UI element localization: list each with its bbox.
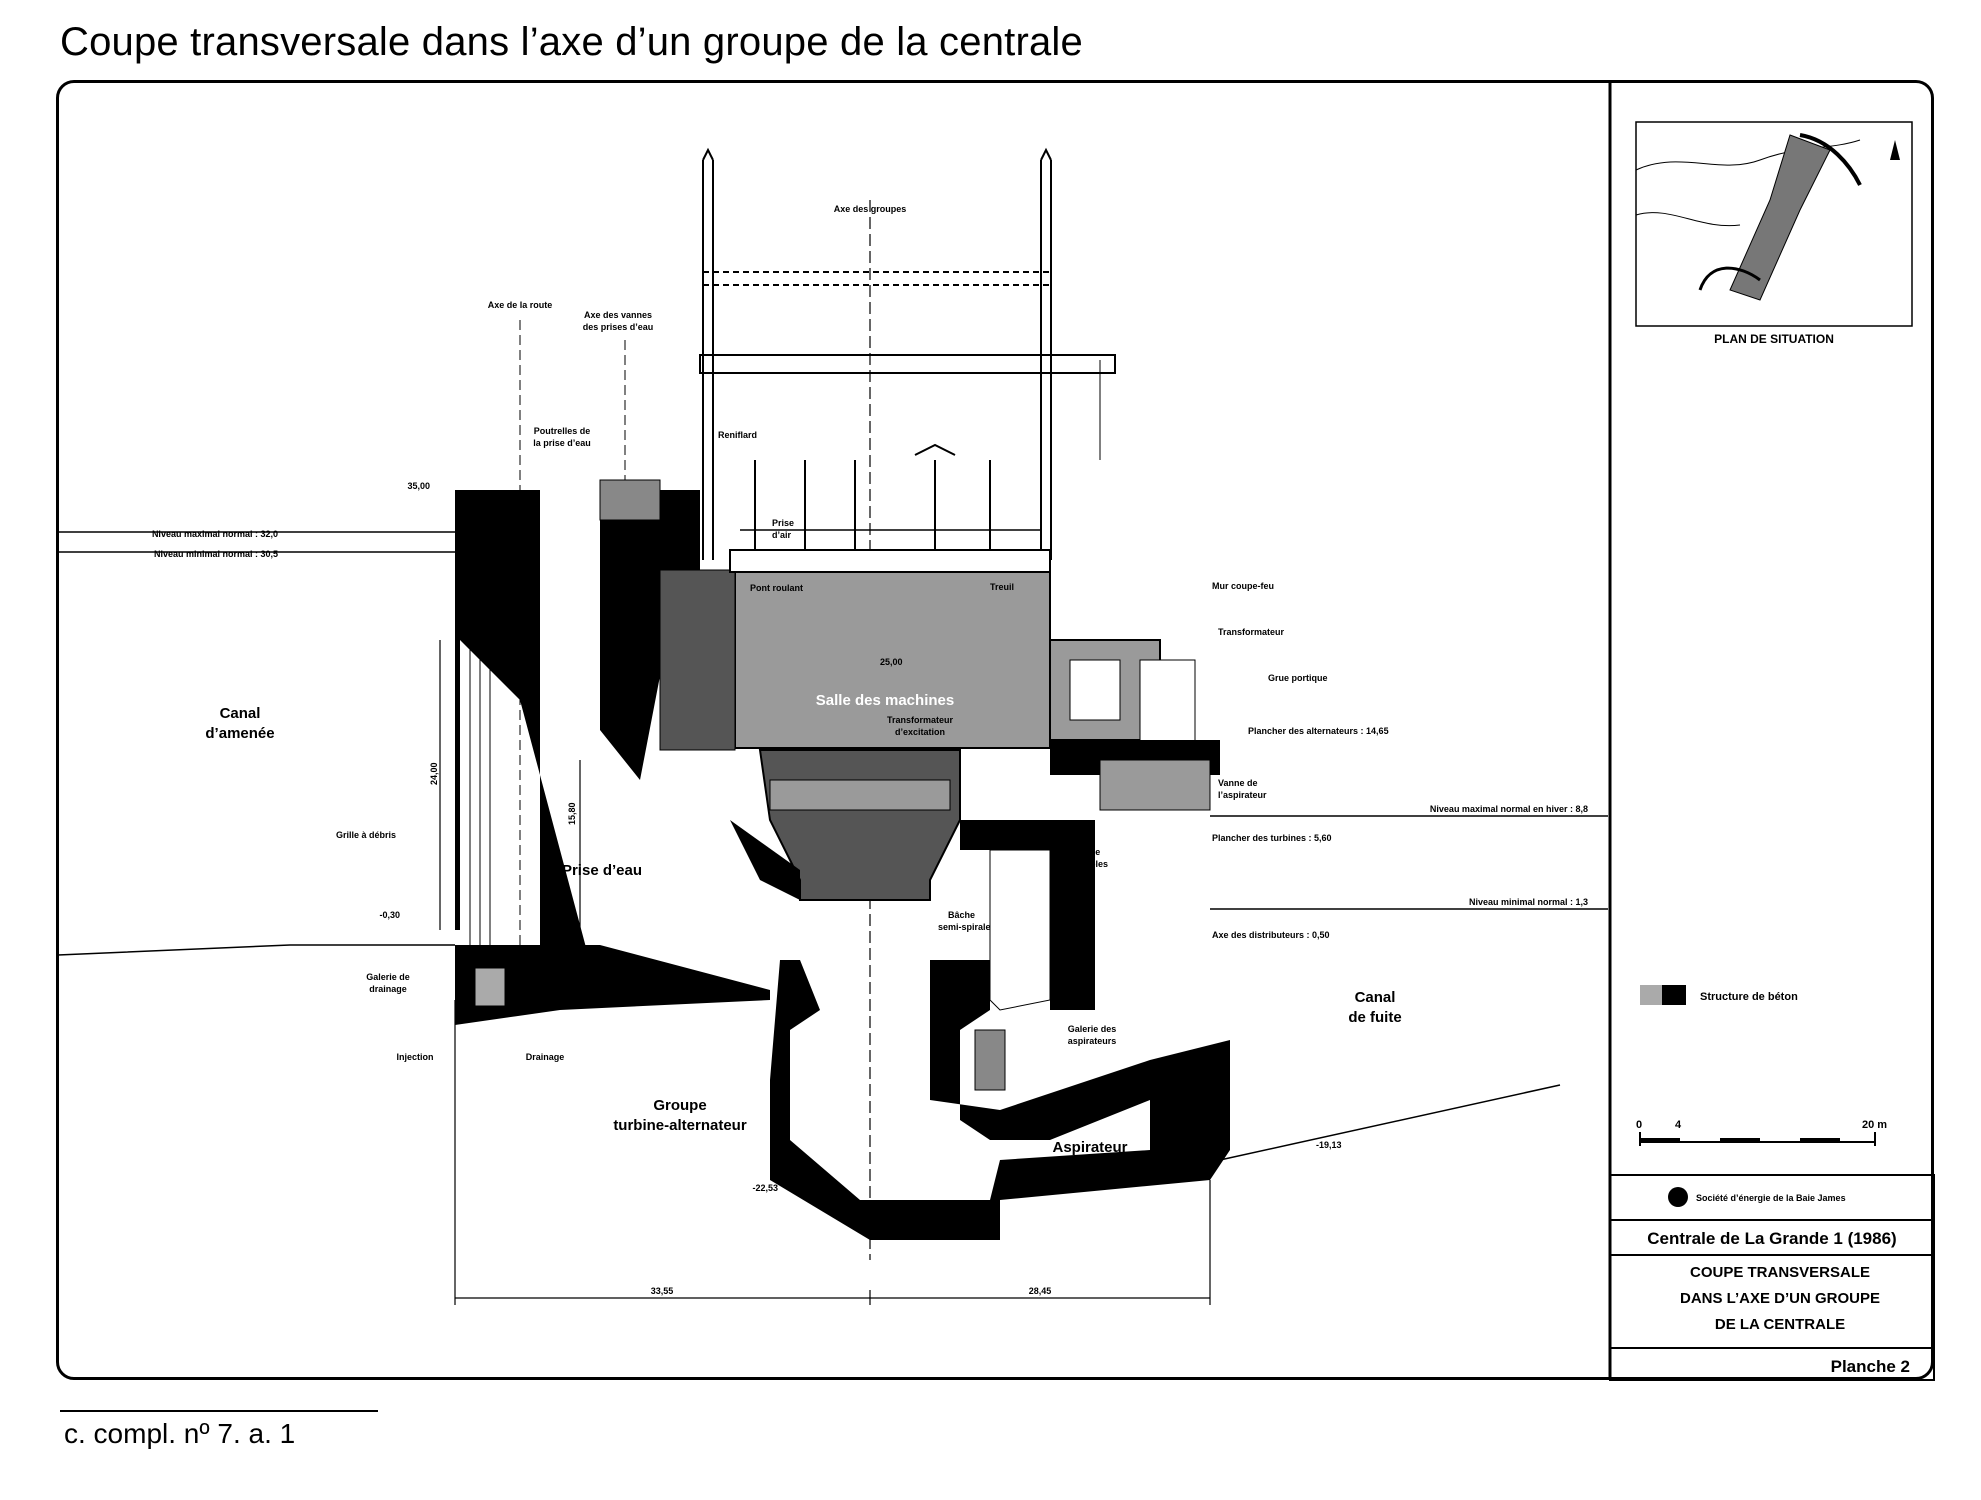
transformer-unit (1069, 659, 1121, 721)
drainage-label: Drainage (526, 1052, 565, 1062)
plan-situation-label: PLAN DE SITUATION (1714, 332, 1834, 346)
axe-route-label: Axe de la route (488, 300, 553, 310)
galerie-aspirateurs-label-1: Galerie des (1068, 1024, 1117, 1034)
scale-mid: 4 (1675, 1119, 1682, 1131)
vanne-aspirateur-label-2: l’aspirateur (1218, 790, 1267, 800)
canal-amenee-label-1: Canal (220, 705, 261, 722)
galerie-cables-label-1: Galerie (1070, 847, 1101, 857)
dimension-lines (439, 640, 1211, 1305)
axe-distributeurs-label: Axe des distributeurs : 0,50 (1212, 930, 1330, 940)
galerie-drainage-label-1: Galerie de (366, 972, 410, 982)
legend-swatch-black (1662, 985, 1686, 1005)
prise-air-label-2: d’air (772, 530, 792, 540)
grue-portique-label: Grue portique (1268, 673, 1328, 683)
bache-label-2: semi-spirale (938, 922, 991, 932)
plancher-alternateurs-label: Plancher des alternateurs : 14,65 (1248, 726, 1389, 736)
legend-swatch-gray (1640, 985, 1662, 1005)
page-title: Coupe transversale dans l’axe d’un group… (60, 20, 1083, 64)
title-block (1609, 1174, 1935, 1381)
niveau-max-label: Niveau maximal normal : 32,0 (152, 529, 278, 539)
sebj-logo-icon (1668, 1187, 1688, 1207)
vanne-aspirateur-label-1: Vanne de (1218, 778, 1258, 788)
reniflard-label: Reniflard (718, 430, 757, 440)
dim-15-label: 15,80 (567, 802, 577, 825)
axe-groupes-label: Axe des groupes (834, 204, 907, 214)
mur-coupe-feu-label: Mur coupe-feu (1212, 581, 1274, 591)
poutrelles-label-1: Poutrelles de (534, 426, 591, 436)
planche-number: Planche 2 (1831, 1357, 1910, 1376)
scale-start: 0 (1636, 1119, 1642, 1131)
scale-bar (1639, 1132, 1876, 1146)
injection-label: Injection (396, 1052, 433, 1062)
transfo-excitation-label-1: Transformateur (887, 715, 954, 725)
scale-end: 20 m (1862, 1119, 1887, 1131)
grille-debris-label: Grille à débris (336, 830, 396, 840)
project-name: Centrale de La Grande 1 (1986) (1647, 1229, 1896, 1248)
bache-label-1: Bâche (948, 910, 975, 920)
elev-2253-label: -22,53 (752, 1183, 778, 1193)
aspirateur-label: Aspirateur (1052, 1139, 1127, 1156)
treuil-label: Treuil (990, 582, 1014, 592)
galerie-drainage-label-2: drainage (369, 984, 407, 994)
elev-salle-label: 25,00 (880, 657, 903, 667)
site-plan-map (1635, 121, 1913, 327)
canal-fuite-label-1: Canal (1355, 989, 1396, 1006)
dim-988-label: 9,88 (1216, 1094, 1226, 1112)
drawing-frame (56, 80, 1934, 1380)
elev-1913-label: -19,13 (1316, 1140, 1342, 1150)
legend-beton-label: Structure de béton (1700, 991, 1798, 1003)
plancher-turbines-label: Plancher des turbines : 5,60 (1212, 833, 1332, 843)
galerie-aspirateurs-label-2: aspirateurs (1068, 1036, 1117, 1046)
drawing-title-line-2: DANS L’AXE D’UN GROUPE (1680, 1290, 1880, 1307)
intake-concrete (455, 490, 600, 1000)
footer-rule (60, 1410, 378, 1412)
niveau-min-aval-label: Niveau minimal normal : 1,3 (1469, 897, 1588, 907)
canal-fuite-label-2: de fuite (1348, 1009, 1401, 1026)
drawing-title-line-1: COUPE TRANSVERSALE (1690, 1264, 1870, 1281)
dim-3355-label: 33,55 (651, 1286, 674, 1296)
dim-2845-label: 28,45 (1029, 1286, 1052, 1296)
footer-reference: c. compl. nº 7. a. 1 (64, 1418, 296, 1449)
transformateur-label: Transformateur (1218, 627, 1285, 637)
niveau-max-hiver-label: Niveau maximal normal en hiver : 8,8 (1430, 804, 1588, 814)
axe-vannes-label-1: Axe des vannes (584, 310, 652, 320)
galerie-cables-label-2: des câbles (1062, 859, 1108, 869)
transfo-excitation-label-2: d’excitation (895, 727, 945, 737)
elev-35-label: 35,00 (407, 481, 430, 491)
niveau-min-label: Niveau minimal normal : 30,5 (154, 549, 278, 559)
salle-machines-label: Salle des machines (816, 692, 954, 709)
gantry-crane (1139, 659, 1196, 746)
groupe-label-2: turbine-alternateur (613, 1117, 747, 1134)
draft-tube-concrete (770, 960, 1230, 1240)
generator-posts (754, 443, 991, 550)
pont-roulant-label: Pont roulant (750, 583, 803, 593)
prise-eau-label: Prise d’eau (562, 862, 642, 879)
groupe-label-1: Groupe (653, 1097, 706, 1114)
elev-030-label: -0,30 (379, 910, 400, 920)
canal-amenee-label-2: d’amenée (205, 725, 274, 742)
axe-vannes-label-2: des prises d’eau (583, 322, 654, 332)
poutrelles-label-2: la prise d’eau (533, 438, 591, 448)
prise-air-label-1: Prise (772, 518, 794, 528)
dim-24-label: 24,00 (429, 762, 439, 785)
drawing-title-line-3: DE LA CENTRALE (1715, 1316, 1845, 1333)
salle-machines-block (734, 569, 1051, 749)
org-name: Société d’énergie de la Baie James (1696, 1193, 1846, 1203)
